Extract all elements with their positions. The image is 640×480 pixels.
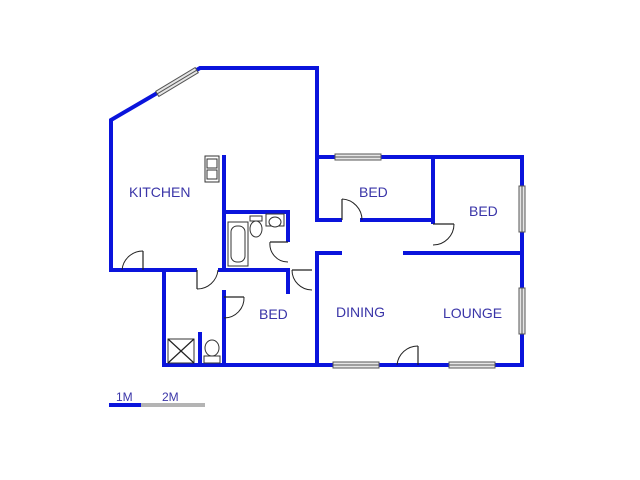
bathroom-wall xyxy=(222,210,290,242)
lounge-side-window xyxy=(518,287,526,335)
kitchen-back-door xyxy=(196,269,219,290)
bed-lower-label: BED xyxy=(259,306,288,322)
dining-window xyxy=(332,361,380,369)
hall-door xyxy=(291,269,313,291)
lower-toilet xyxy=(203,339,221,364)
kitchen-outer-wall xyxy=(109,66,319,272)
bed-top-label: BED xyxy=(359,184,388,200)
doors xyxy=(121,198,455,366)
bed-right-label: BED xyxy=(469,203,498,219)
kitchen-label: KITCHEN xyxy=(129,184,190,200)
dining-label: DINING xyxy=(336,304,385,320)
scale-label-2m: 2M xyxy=(162,390,179,404)
shower xyxy=(167,338,195,364)
kitchen-sink xyxy=(204,155,220,183)
lounge-bottom-window xyxy=(448,361,496,369)
bathroom-door xyxy=(269,241,289,263)
bed-top-door xyxy=(341,198,363,221)
bed-right-door xyxy=(432,223,455,246)
scale-bar: 1M 2M xyxy=(109,390,205,407)
fixtures xyxy=(167,155,285,364)
bedrooms-top-wall xyxy=(315,155,524,367)
room-labels: KITCHEN BED BED BED DINING LOUNGE xyxy=(129,184,502,322)
bed-right-window xyxy=(518,185,526,233)
lounge-label: LOUNGE xyxy=(443,305,502,321)
bed-top-window xyxy=(334,153,382,161)
bathroom-basin xyxy=(265,213,285,228)
bathroom-lower-wall xyxy=(222,268,290,294)
windows xyxy=(155,66,526,369)
scale-label-1m: 1M xyxy=(116,390,133,404)
kitchen-exterior-door xyxy=(121,250,144,271)
lower-bed-door xyxy=(223,296,245,319)
bathroom-toilet xyxy=(249,215,263,238)
walls xyxy=(109,66,524,367)
front-door xyxy=(396,345,419,366)
bathtub xyxy=(227,221,249,267)
kitchen-window xyxy=(155,66,199,98)
